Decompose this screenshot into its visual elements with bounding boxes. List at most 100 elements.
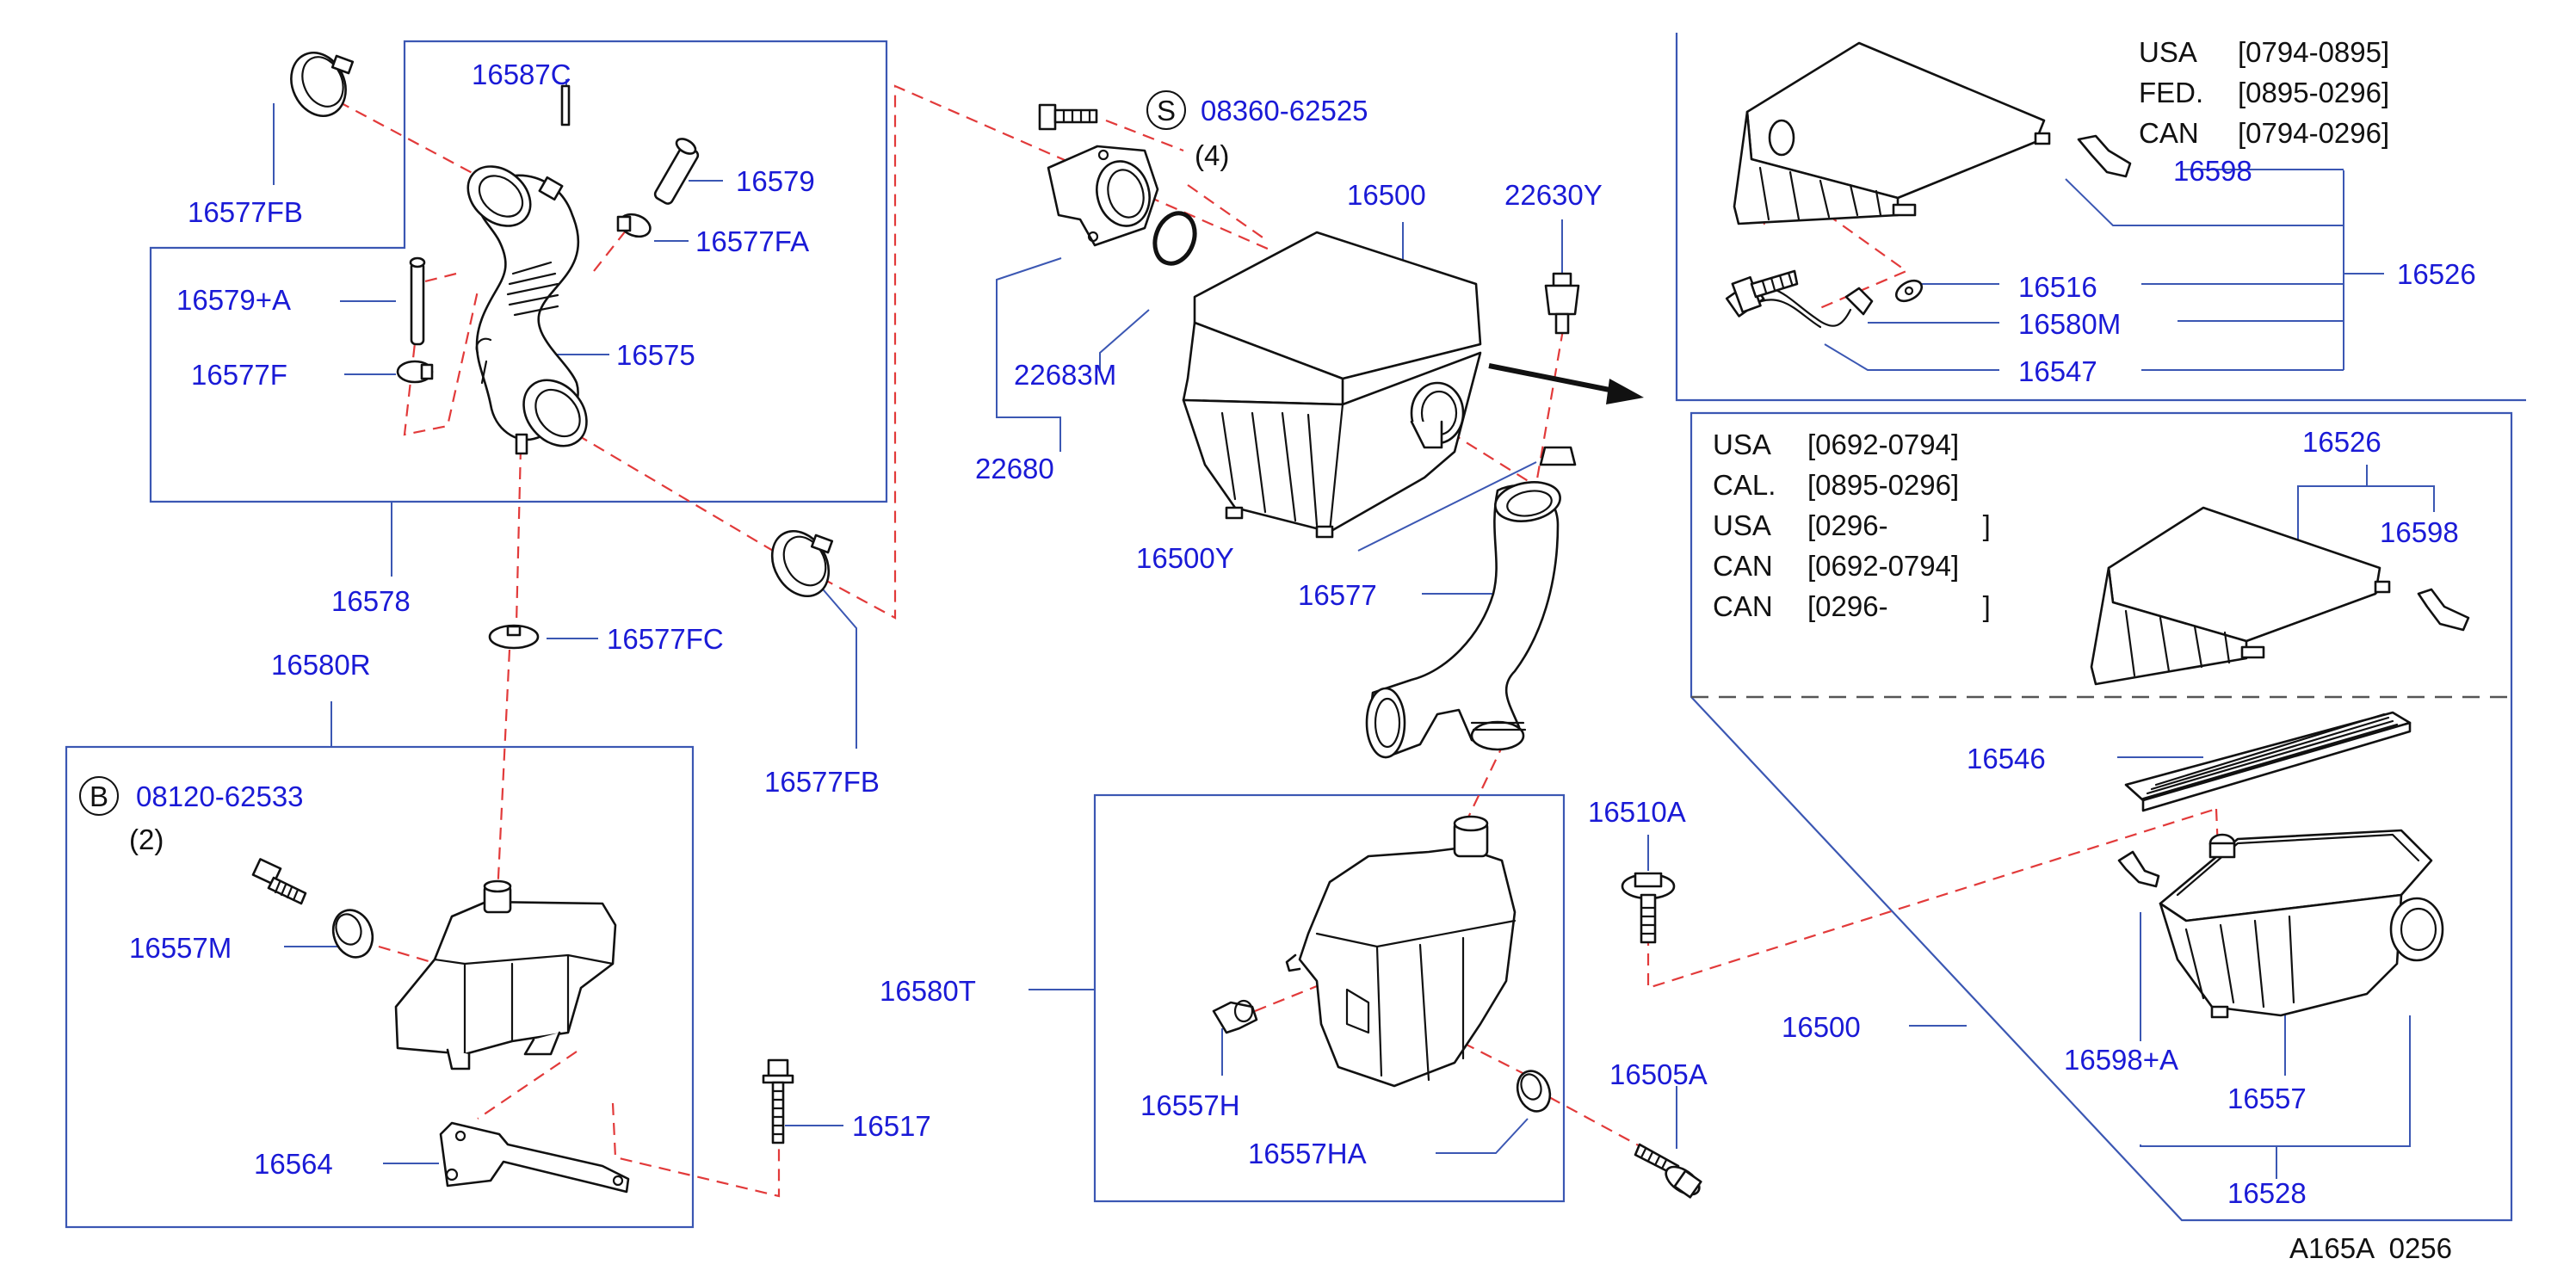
dash-16510A-to-box (1646, 807, 2217, 990)
resonator-16580T (1285, 815, 1517, 1088)
label-16526-top: 16526 (2397, 258, 2476, 290)
bolt-16505A (1634, 1143, 1702, 1199)
label-16557: 16557 (2227, 1083, 2307, 1114)
dash-16577FC-to-resonator (496, 649, 511, 896)
label-16580M: 16580M (2018, 308, 2121, 340)
intake-duct (466, 165, 588, 455)
frame-air-cleaner-variant-top (1675, 33, 2526, 402)
label-08360-qty: (4) (1195, 139, 1229, 171)
bolt-08120 (251, 858, 307, 905)
bracket-16564 (439, 1121, 630, 1194)
clamp-16577FA (616, 213, 652, 238)
label-16577: 16577 (1298, 579, 1377, 611)
frame-intake-duct-group (149, 40, 888, 503)
diagram-code: A165A 0256 (2289, 1232, 2452, 1264)
clip-16598-right (2417, 588, 2470, 632)
frame-air-cleaner-variant-right (1690, 411, 2513, 1222)
labels: S B 16587C 16579 16577FA 16577FB 16579+A… (90, 36, 2476, 1264)
dash-bolt-S (1105, 119, 1184, 152)
dash-16564 (477, 1051, 578, 1120)
label-16580R: 16580R (271, 649, 371, 681)
grommet-16557M (331, 909, 374, 959)
dash-16517 (611, 1102, 781, 1198)
o-ring-22683M (1152, 211, 1197, 266)
grommet-16557H (1212, 999, 1258, 1034)
label-16564: 16564 (254, 1148, 333, 1180)
label-16516: 16516 (2018, 271, 2097, 303)
top-table-region-1: USA (2139, 36, 2197, 68)
label-16577F: 16577F (191, 359, 287, 391)
label-16579-A: 16579+A (176, 284, 291, 316)
label-08120-qty: (2) (129, 824, 164, 855)
top-table-range-3: [0794-0296] (2238, 117, 2389, 149)
dash-clamp-top-to-duct (337, 101, 496, 186)
label-22680: 22680 (975, 453, 1054, 484)
label-16598-right: 16598 (2380, 516, 2459, 548)
label-16528: 16528 (2227, 1177, 2307, 1209)
label-16510A: 16510A (1588, 796, 1686, 828)
label-16500Y: 16500Y (1136, 542, 1234, 574)
clip-16598-top (2077, 134, 2132, 178)
label-16526-right: 16526 (2302, 426, 2381, 458)
label-16577FB-top: 16577FB (188, 196, 303, 228)
air-cleaner-16500 (1182, 231, 1482, 539)
valve-22630Y (1544, 272, 1580, 335)
pipe-16579 (653, 138, 700, 205)
label-16557H: 16557H (1140, 1089, 1240, 1121)
leader-lines (273, 79, 2435, 1179)
air-cleaner-lower-16528 (2159, 829, 2444, 1019)
label-22630Y: 22630Y (1504, 179, 1603, 211)
label-16557HA: 16557HA (1248, 1138, 1367, 1169)
grommet-16557 (2208, 833, 2236, 859)
dash-throttle-to-box (1187, 184, 1266, 240)
dash-duct-to-16577FC (515, 447, 522, 625)
dash-16577-to-resonator (1464, 741, 1505, 825)
clip-16598-A (2117, 850, 2160, 888)
right-table-region-1: USA (1713, 429, 1771, 460)
symbol-b-letter: B (90, 780, 108, 812)
right-table-range-2: [0895-0296] (1807, 469, 1959, 501)
dash-16577FA (593, 221, 633, 272)
right-table-range-4: [0692-0794] (1807, 550, 1959, 582)
label-16517: 16517 (852, 1110, 931, 1142)
bolt-08360 (1038, 103, 1098, 131)
resonator-16580R (394, 879, 617, 1070)
label-16580T: 16580T (880, 975, 976, 1007)
dash-duct-bottom-to-clamp (576, 434, 788, 560)
symbol-s-circle (1146, 90, 1186, 130)
frames (65, 33, 2526, 1229)
grommet-16557HA (1516, 1070, 1552, 1113)
label-16598-top: 16598 (2173, 155, 2252, 187)
label-16546: 16546 (1967, 743, 2046, 774)
top-table-range-2: [0895-0296] (2238, 77, 2389, 108)
bolt-16580M (1731, 269, 1799, 313)
frame-resonator-group (65, 745, 695, 1229)
label-16500-center: 16500 (1347, 179, 1426, 211)
frame-center-resonator-group (1093, 793, 1566, 1203)
right-table-region-5: CAN (1713, 590, 1773, 622)
label-16579: 16579 (736, 165, 815, 197)
label-16557M: 16557M (129, 932, 232, 964)
right-table-region-2: CAL. (1713, 469, 1776, 501)
label-16587C: 16587C (472, 59, 571, 90)
symbol-b-circle (79, 776, 119, 816)
bolt-16517 (762, 1058, 794, 1144)
label-16577FC: 16577FC (607, 623, 724, 655)
label-16577FB-bottom: 16577FB (764, 766, 880, 798)
dash-16577F-bracket (403, 272, 479, 436)
right-table-range-5: [0296- ] (1807, 590, 1991, 622)
grommet-16500Y (1539, 446, 1577, 466)
top-table-range-1: [0794-0895] (2238, 36, 2389, 68)
hose-clamp-bottom (770, 529, 834, 598)
label-16547: 16547 (2018, 355, 2097, 387)
label-16598-A: 16598+A (2064, 1044, 2178, 1076)
hose-clamp-top (290, 52, 355, 117)
throttle-adapter-22680 (1047, 145, 1159, 247)
top-table-region-3: CAN (2139, 117, 2199, 149)
label-16505A: 16505A (1609, 1058, 1708, 1090)
filter-element-16546 (2124, 711, 2412, 812)
parts (79, 41, 2470, 1199)
clamp-16577FC (488, 624, 540, 650)
